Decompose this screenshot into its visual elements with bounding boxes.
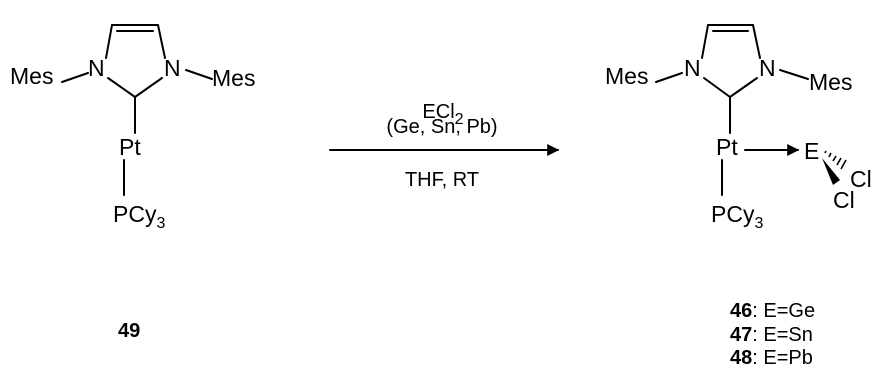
- product-n1: N: [684, 55, 701, 81]
- reactant-structure: Mes N N Mes Pt PCy3: [10, 24, 255, 232]
- reactant-mes-right: Mes: [212, 65, 255, 91]
- conditions-label: THF, RT: [405, 169, 479, 191]
- product-ligand: PCy3: [711, 201, 763, 232]
- reaction-arrow-group: ECl2 (Ge, Sn, Pb) THF, RT: [329, 101, 560, 191]
- product-variant-list: 46: E=Ge 47: E=Sn 48: E=Pb: [730, 300, 815, 368]
- product-n2: N: [759, 55, 776, 81]
- product-element: E: [804, 138, 819, 164]
- bond-c2-n2: [134, 77, 163, 98]
- reagent-label: ECl2: [422, 101, 463, 128]
- product-mes-left: Mes: [605, 63, 648, 89]
- variant-48: 48: E=Pb: [730, 347, 813, 368]
- product-halide-2: Cl: [833, 187, 855, 213]
- reactant-ligand: PCy3: [113, 201, 165, 232]
- hashed-wedge-bond: [824, 150, 847, 170]
- bond-n1-c4: [105, 24, 113, 59]
- product-halide-1: Cl: [850, 166, 872, 192]
- bond-n1-c2: [107, 77, 136, 98]
- reactant-n2: N: [164, 55, 181, 81]
- reagent-note: (Ge, Sn, Pb): [386, 116, 497, 138]
- variant-47: 47: E=Sn: [730, 324, 813, 346]
- bond-n1-c4: [701, 24, 709, 59]
- bond-c5-n2: [157, 24, 166, 59]
- solid-wedge-bond: [822, 158, 840, 185]
- bond-n2-mes: [779, 69, 809, 80]
- product-mes-right: Mes: [809, 69, 852, 95]
- reactant-n1: N: [88, 55, 105, 81]
- bond-c2-n2: [729, 77, 758, 98]
- bond-c5-n2: [752, 24, 761, 59]
- product-structure: Mes N N Mes Pt E Cl Cl PCy3: [605, 24, 872, 232]
- bond-n2-mes: [185, 69, 213, 80]
- bond-n1-c2: [703, 77, 731, 98]
- variant-46: 46: E=Ge: [730, 300, 815, 322]
- reactant-compound-number: 49: [118, 320, 140, 342]
- reactant-pt: Pt: [119, 134, 141, 160]
- product-pt: Pt: [716, 134, 738, 160]
- bond-n1-mes: [61, 72, 89, 83]
- reactant-mes-left: Mes: [10, 63, 53, 89]
- bond-n1-mes: [655, 72, 683, 83]
